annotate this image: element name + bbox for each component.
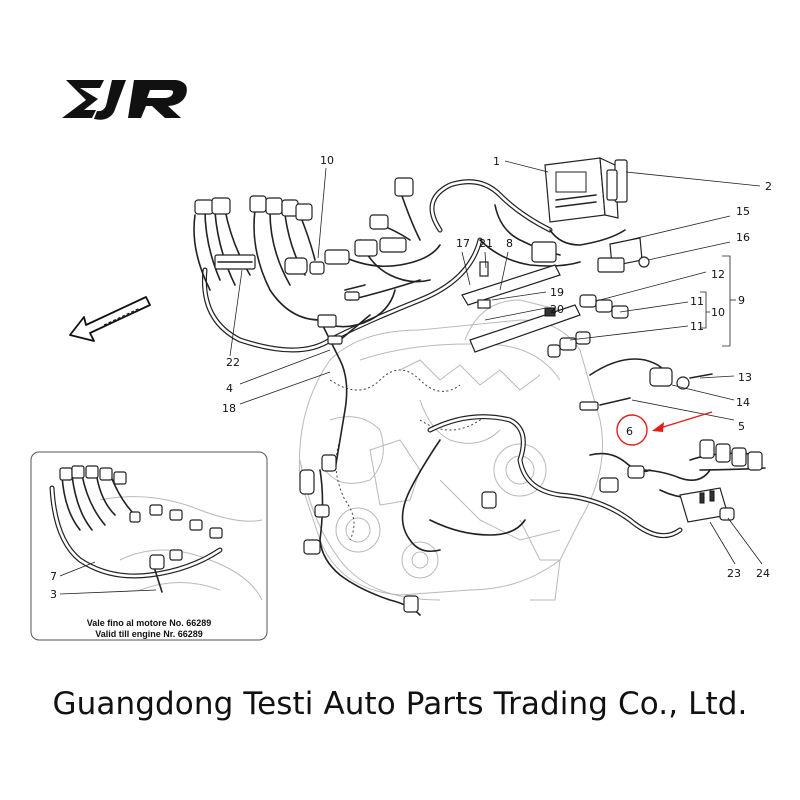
callout-22: 22 (226, 356, 240, 369)
callout-19: 19 (550, 286, 564, 299)
callout-24: 24 (756, 567, 770, 580)
callout-23: 23 (727, 567, 741, 580)
callout-17: 17 (456, 237, 470, 250)
callout-9: 9 (738, 294, 745, 307)
callout-10-bracket: 10 (711, 306, 725, 319)
callout-12: 12 (711, 268, 725, 281)
highlight-part-6 (616, 411, 713, 446)
callout-16: 16 (736, 231, 750, 244)
upper-harness (193, 179, 626, 471)
callout-13: 13 (738, 371, 752, 384)
inset-note-english: Valid till engine Nr. 66289 (95, 629, 203, 639)
callout-14: 14 (736, 396, 750, 409)
leader-lines (229, 160, 763, 565)
callout-4: 4 (226, 382, 233, 395)
callout-3: 3 (50, 588, 57, 601)
callout-10-top: 10 (320, 154, 334, 167)
callout-7: 7 (50, 570, 57, 583)
inset-note-italian: Vale fino al motore No. 66289 (87, 618, 212, 628)
brand-logo (62, 80, 187, 120)
inset-panel: Vale fino al motore No. 66289 Valid till… (30, 451, 268, 641)
callout-21: 21 (479, 237, 493, 250)
callout-20: 20 (550, 303, 564, 316)
forward-direction-arrow-icon (69, 296, 151, 342)
fuel-rail-and-injector-connectors (461, 241, 629, 358)
callout-6: 6 (626, 425, 633, 438)
callout-18: 18 (222, 402, 236, 415)
callout-11-lower: 11 (690, 320, 704, 333)
callout-labels: 1 2 4 5 6 8 9 10 10 11 11 12 13 14 15 16… (222, 154, 772, 580)
callout-2: 2 (765, 180, 772, 193)
callout-11-upper: 11 (690, 295, 704, 308)
callout-5: 5 (738, 420, 745, 433)
callout-8: 8 (506, 237, 513, 250)
callout-1: 1 (493, 155, 500, 168)
company-name: Guangdong Testi Auto Parts Trading Co., … (52, 686, 748, 722)
ignition-coil-connectors (194, 177, 414, 345)
ecu-module (544, 157, 628, 223)
ecu-bracket (597, 237, 650, 273)
lower-connectors (299, 439, 763, 613)
speed-sensor-assembly (579, 358, 713, 411)
callout-15: 15 (736, 205, 750, 218)
